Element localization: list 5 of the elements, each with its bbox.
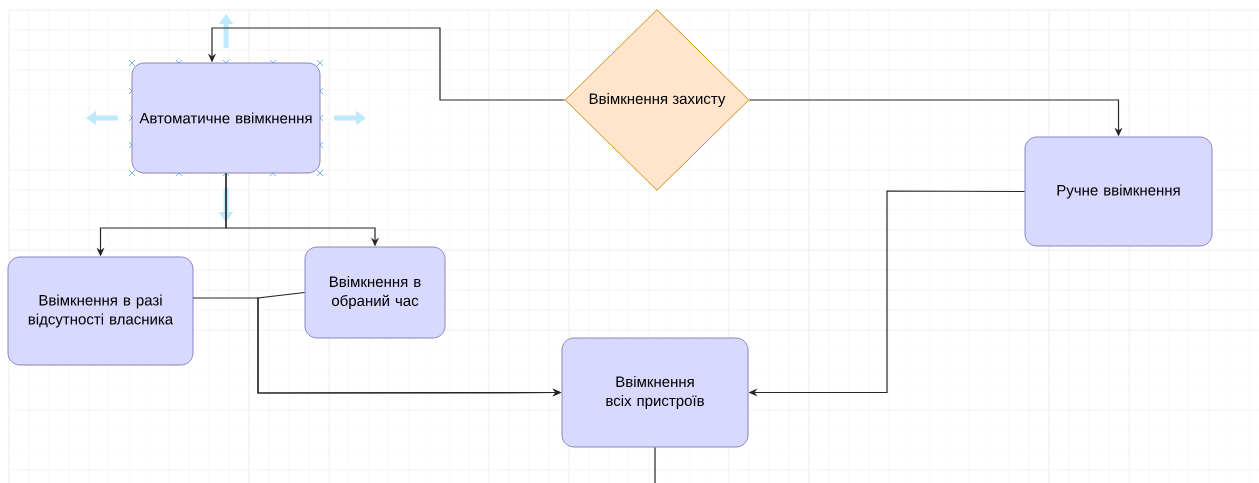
process-box: Ввімкнення в обраний час — [304, 246, 446, 339]
process-box: Ввімкнення всіх пристроїв — [561, 337, 749, 448]
process-box: Ручне ввімкнення — [1024, 136, 1213, 247]
process-box: Ввімкнення в разі відсутності власника — [7, 256, 194, 366]
process-box: Автоматичне ввімкнення — [131, 62, 321, 174]
